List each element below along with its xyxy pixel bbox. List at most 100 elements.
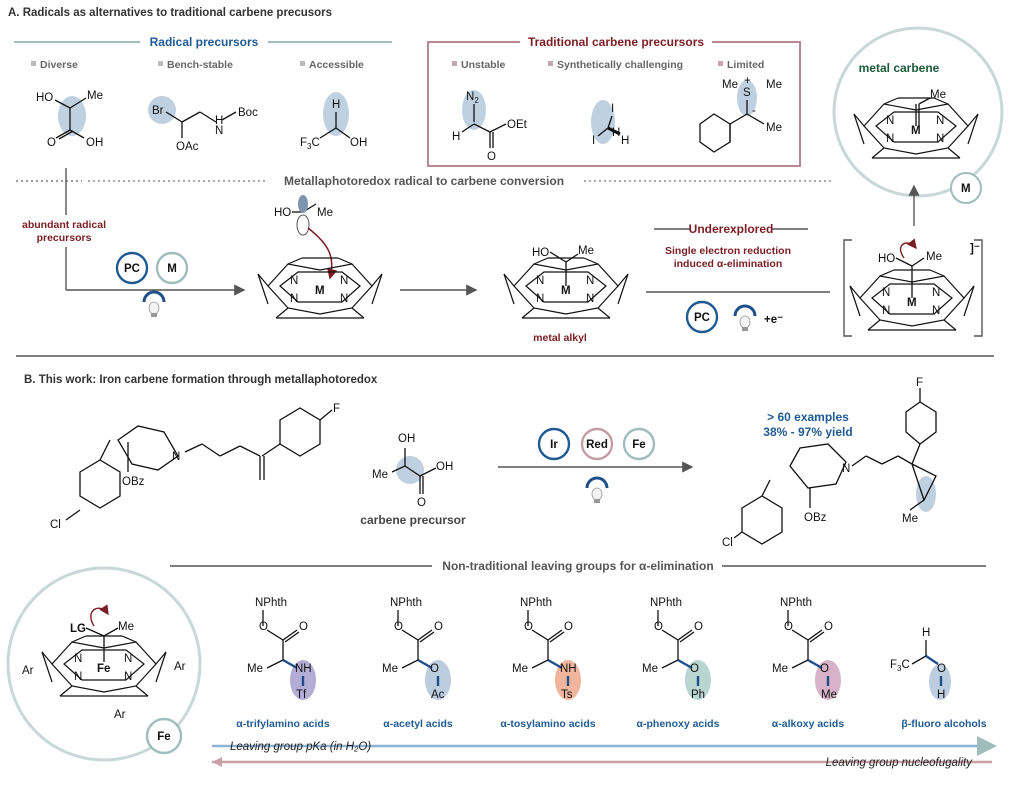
yield-range: 38% - 97% yield	[763, 425, 852, 439]
svg-text:OEt: OEt	[507, 119, 528, 131]
svg-text:Boc: Boc	[238, 107, 258, 119]
svg-text:HO: HO	[274, 207, 291, 219]
diiodomethane-structure: I I H H	[591, 100, 629, 147]
anionic-intermediate-porphyrin: M HO Me	[849, 238, 975, 331]
svg-text:O: O	[937, 663, 946, 675]
lactic-acid-structure: HO Me O OH	[36, 90, 103, 149]
svg-text:NPhth: NPhth	[650, 597, 682, 609]
svg-text:O: O	[564, 621, 573, 633]
fe-badge-cycle-label: Fe	[157, 731, 170, 743]
svg-text:H: H	[332, 99, 340, 111]
iron-porphyrin: Fe LG Me Ar Ar Ar	[22, 604, 186, 721]
svg-text:O: O	[430, 663, 439, 675]
svg-text:M: M	[911, 125, 921, 137]
porphyrin-catalyst: M	[257, 257, 383, 319]
radical-precursors-heading: Radical precursors	[150, 35, 259, 49]
svg-text:H: H	[612, 127, 620, 139]
traditional-heading: Traditional carbene precursors	[528, 35, 704, 49]
svg-text:Ar: Ar	[174, 661, 186, 673]
ser-text-line2: induced α-elimination	[674, 258, 783, 270]
carbene-precursor-structure: OH Me O OH	[372, 433, 453, 509]
svg-text:Ac: Ac	[431, 689, 445, 701]
svg-text:O: O	[299, 621, 308, 633]
svg-text:O: O	[690, 663, 699, 675]
m-badge-top	[950, 172, 982, 204]
bullet-diverse: Diverse	[40, 59, 78, 71]
svg-text:Ar: Ar	[114, 709, 126, 721]
leaving-group-label-3: α-phenoxy acids	[637, 718, 720, 730]
pka-axis-label: Leaving group pKa (in H₂O)	[230, 741, 371, 753]
svg-text:Fe: Fe	[97, 663, 110, 675]
svg-text:OH: OH	[436, 461, 453, 473]
conversion-title: Metallaphotoredox radical to carbene con…	[284, 174, 564, 188]
fe-badge-cycle	[145, 717, 183, 755]
svg-text:I: I	[611, 103, 614, 115]
bullet-limited: Limited	[727, 59, 764, 71]
svg-text:O: O	[824, 621, 833, 633]
svg-text:Me: Me	[821, 689, 837, 701]
pc-badge-b-label: PC	[694, 312, 710, 324]
svg-text:-: -	[752, 105, 756, 117]
fe-badge	[622, 427, 656, 461]
substrate-structure: Cl N OBz F	[50, 403, 340, 531]
svg-text:NH: NH	[560, 663, 577, 675]
svg-text:Me: Me	[512, 663, 528, 675]
section-b-title: B. This work: Iron carbene formation thr…	[24, 374, 378, 386]
svg-text:HO: HO	[878, 253, 895, 265]
svg-text:O: O	[434, 621, 443, 633]
anion-charge: ]⁻	[970, 243, 980, 255]
electron-label: +e⁻	[764, 314, 783, 326]
svg-text:Me: Me	[722, 79, 738, 91]
svg-text:Cl: Cl	[50, 519, 61, 531]
abundant-label-line1: abundant radical	[22, 219, 106, 231]
svg-text:OAc: OAc	[176, 141, 199, 153]
ser-text-line1: Single electron reduction	[665, 245, 791, 257]
svg-text:Ts: Ts	[561, 689, 573, 701]
svg-text:+: +	[744, 75, 751, 87]
svg-text:M: M	[907, 297, 917, 309]
svg-text:HO: HO	[36, 92, 53, 104]
svg-text:Me: Me	[317, 207, 333, 219]
red-badge-label: Red	[586, 439, 608, 451]
svg-text:I: I	[592, 135, 595, 147]
svg-text:O: O	[524, 621, 533, 633]
svg-text:M: M	[561, 285, 571, 297]
light-bulb-icon-b	[733, 304, 757, 333]
svg-text:Cl: Cl	[722, 537, 733, 549]
sulfonium-ylide-structure: Me S + Me - Me	[699, 75, 782, 153]
svg-text:F3C: F3C	[300, 137, 320, 151]
svg-text:Me: Me	[118, 621, 134, 633]
metal-carbene-cycle	[832, 26, 1004, 198]
svg-text:Ar: Ar	[22, 665, 34, 677]
svg-text:H: H	[922, 627, 930, 639]
pc-badge-a-label: PC	[124, 263, 140, 275]
diazo-ester-structure: N2 H O OEt	[452, 90, 528, 163]
svg-text:O: O	[259, 621, 268, 633]
svg-text:Me: Me	[642, 663, 658, 675]
svg-text:Me: Me	[247, 663, 263, 675]
svg-text:OBz: OBz	[122, 476, 145, 488]
leaving-group-label-1: α-acetyl acids	[383, 718, 453, 730]
underexplored-label: Underexplored	[689, 222, 774, 236]
svg-text:O: O	[417, 497, 426, 509]
svg-text:O: O	[47, 137, 56, 149]
svg-text:Br: Br	[152, 105, 164, 117]
iron-carbene-cycle	[6, 566, 202, 762]
abundant-label-line2: precursors	[37, 232, 92, 244]
m-badge-top-label: M	[961, 183, 971, 195]
svg-text:F: F	[916, 377, 923, 389]
pc-badge-b	[685, 300, 719, 334]
bullet-synthetically-challenging: Synthetically challenging	[557, 59, 683, 71]
svg-text:Me: Me	[930, 89, 946, 101]
svg-text:O: O	[784, 621, 793, 633]
leaving-group-label-2: α-tosylamino acids	[500, 718, 595, 730]
ir-badge	[537, 427, 571, 461]
nontraditional-title: Non-traditional leaving groups for α-eli…	[442, 559, 713, 573]
svg-text:H: H	[215, 115, 223, 127]
svg-text:Me: Me	[926, 251, 942, 263]
svg-text:H: H	[621, 135, 629, 147]
svg-text:NPhth: NPhth	[255, 597, 287, 609]
